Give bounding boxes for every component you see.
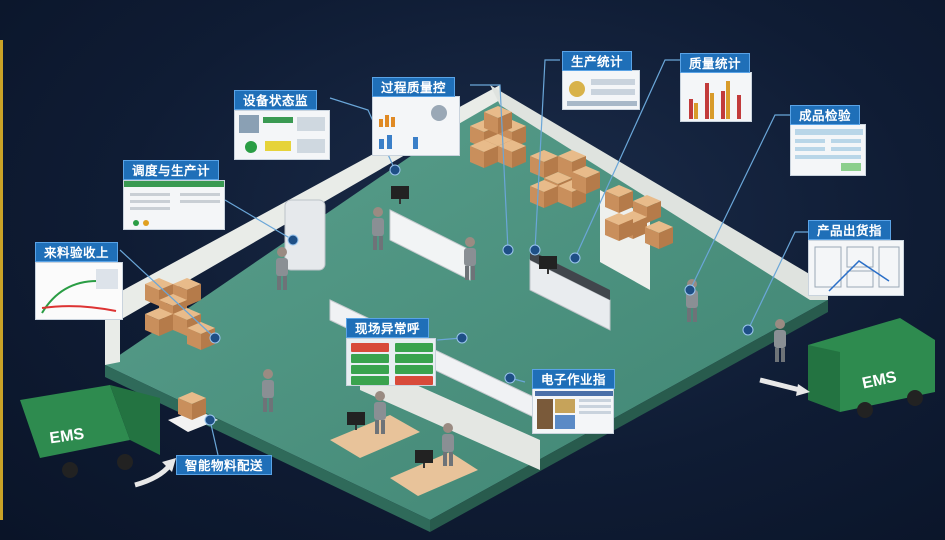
- label-finished-inspection: 成品检验: [790, 105, 861, 125]
- truck-right: [808, 318, 935, 418]
- truck-left: [20, 385, 160, 478]
- finished-inspection-thumbnail: [790, 124, 866, 176]
- equipment-monitor-thumbnail: [234, 110, 330, 160]
- production-stats-thumbnail: [562, 70, 640, 110]
- label-shipment-guide: 产品出货指: [808, 220, 892, 240]
- label-incoming-inspection: 来料验收上: [35, 242, 119, 262]
- agv-cart: [168, 392, 218, 432]
- smt-line-back: [389, 209, 471, 281]
- floor-edge: [430, 300, 828, 532]
- shipment-guide-thumbnail: [808, 240, 904, 296]
- electronic-sop-thumbnail: [532, 388, 614, 434]
- connector-markers: [204, 164, 754, 426]
- process-quality-thumbnail: [372, 96, 460, 156]
- back-wall-right: [490, 85, 828, 300]
- andon-alarm-thumbnail: [346, 338, 436, 386]
- label-smart-logistics: 智能物料配送: [176, 455, 273, 475]
- label-quality-stats: 质量统计: [680, 53, 751, 73]
- desk-front-1: [330, 415, 420, 458]
- label-process-quality: 过程质量控: [372, 77, 456, 97]
- truck-right-text: EMS: [861, 369, 899, 393]
- label-equipment-monitor: 设备状态监: [234, 90, 318, 110]
- front-wall: [360, 360, 540, 470]
- truck-left-text: EMS: [49, 426, 86, 448]
- label-electronic-sop: 电子作业指: [532, 369, 616, 389]
- dispatch-plan-thumbnail: [123, 180, 225, 230]
- label-dispatch-plan: 调度与生产计: [123, 160, 220, 180]
- label-production-stats: 生产统计: [562, 51, 633, 71]
- desk-front-2: [390, 452, 478, 496]
- arrow-in: [134, 463, 172, 488]
- label-andon-alarm: 现场异常呼: [346, 318, 430, 338]
- quality-stats-thumbnail: [680, 72, 752, 122]
- arrow-out: [759, 377, 801, 393]
- left-accent-rule: [0, 40, 3, 520]
- incoming-inspection-thumbnail: [35, 262, 123, 320]
